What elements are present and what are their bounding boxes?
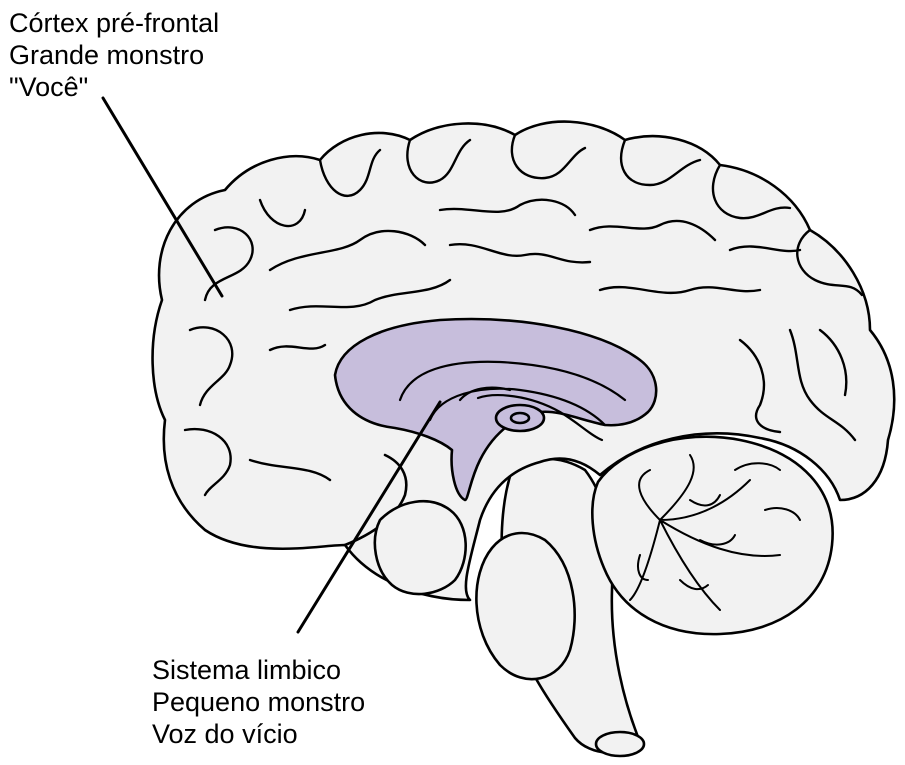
prefrontal-cortex-label: Córtex pré-frontal Grande monstro "Você": [9, 7, 219, 103]
limbic-center-hole: [511, 413, 529, 423]
label-line: "Você": [9, 71, 219, 103]
pons: [476, 533, 574, 679]
label-line: Voz do vício: [152, 718, 365, 750]
label-line: Sistema limbico: [152, 654, 365, 686]
limbic-system-label: Sistema limbico Pequeno monstro Voz do v…: [152, 654, 365, 750]
brainstem-spinal-end: [596, 732, 644, 756]
label-line: Grande monstro: [9, 39, 219, 71]
temporal-inner: [375, 501, 466, 594]
cerebellum: [592, 437, 832, 634]
label-line: Pequeno monstro: [152, 686, 365, 718]
label-line: Córtex pré-frontal: [9, 7, 219, 39]
